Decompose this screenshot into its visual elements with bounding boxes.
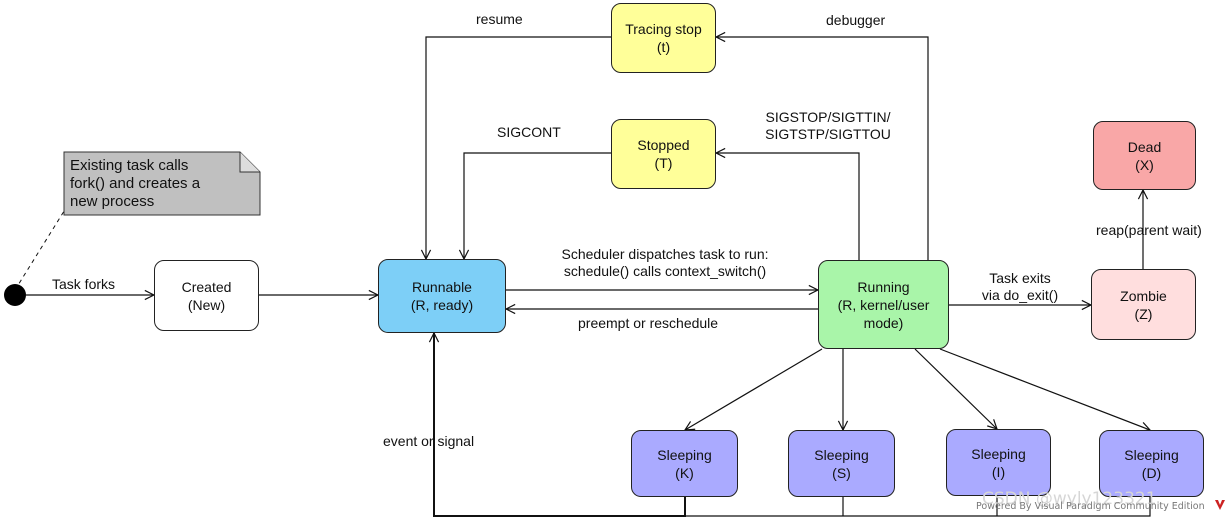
edge-running-sleeping-i [914, 348, 997, 429]
label-task-exits-line-2: via do_exit() [981, 287, 1059, 303]
edge-resume [426, 36, 611, 259]
label-event-or-signal: event or signal [383, 433, 475, 449]
node-sleeping-s-state: (S) [832, 464, 851, 481]
node-runnable-state: (R, ready) [410, 297, 474, 313]
node-running: Running (R, kernel/user mode) [818, 260, 949, 349]
edge-running-sleeping-k [685, 348, 823, 430]
edge-sleeping-d-return [685, 497, 1151, 517]
label-task-exits: Task exits via do_exit() [970, 270, 1070, 304]
label-dispatch: Scheduler dispatches task to run: schedu… [540, 246, 790, 280]
label-preempt: preempt or reschedule [578, 315, 719, 331]
node-stopped-title: Stopped [637, 137, 690, 153]
node-sleeping-d-state: (D) [1141, 464, 1162, 481]
note-shape [63, 151, 261, 216]
node-runnable-title: Runnable [412, 279, 472, 295]
label-sigstop: SIGSTOP/SIGTTIN/ SIGTSTP/SIGTTOU [758, 109, 898, 143]
node-dead: Dead (X) [1093, 121, 1196, 190]
node-sleeping-k-state: (K) [675, 464, 694, 481]
node-created-state: (New) [187, 296, 226, 313]
node-tracing-state: (t) [656, 39, 671, 55]
node-running-state: (R, kernel/user [837, 296, 930, 313]
node-sleeping-k-title: Sleeping [657, 446, 712, 463]
visual-paradigm-logo-icon [1215, 500, 1225, 510]
node-zombie: Zombie (Z) [1091, 269, 1196, 340]
note-line-1: Existing task calls [70, 157, 189, 174]
label-resume: resume [476, 11, 523, 27]
note-anchor-line [14, 207, 67, 291]
note-line-2: fork() and creates a [70, 175, 201, 192]
edge-debugger [716, 37, 929, 260]
node-running-state-2: mode) [863, 314, 904, 331]
node-created-title: Created [181, 278, 232, 295]
watermark-powered-by: Powered By Visual Paradigm Community Edi… [976, 501, 1205, 512]
node-sleeping-i: Sleeping (I) [946, 429, 1051, 496]
node-tracing-title: Tracing stop [625, 21, 702, 37]
edge-running-sleeping-d [939, 348, 1150, 430]
note-text: Existing task calls fork() and creates a… [70, 157, 240, 211]
label-dispatch-line-1: Scheduler dispatches task to run: [561, 246, 769, 262]
node-tracing-stop: Tracing stop (t) [611, 3, 716, 73]
node-sleeping-k: Sleeping (K) [631, 430, 738, 497]
label-dispatch-line-2: schedule() calls context_switch() [563, 263, 767, 279]
label-debugger: debugger [826, 12, 886, 28]
label-task-exits-line-1: Task exits [989, 270, 1051, 286]
node-sleeping-d: Sleeping (D) [1099, 430, 1204, 497]
label-task-forks: Task forks [52, 276, 116, 292]
node-stopped-state: (T) [654, 155, 673, 171]
label-reap: reap(parent wait) [1096, 222, 1202, 238]
edge-event-or-signal [434, 333, 686, 517]
node-running-title: Running [857, 278, 910, 295]
label-sigstop-line-1: SIGSTOP/SIGTTIN/ [765, 109, 891, 125]
node-dead-state: (X) [1135, 156, 1154, 173]
node-created: Created (New) [154, 260, 259, 331]
initial-state-dot [4, 284, 26, 306]
node-zombie-title: Zombie [1120, 287, 1167, 304]
watermark-csdn: CSDN @wyly123321 [982, 489, 1157, 509]
node-dead-title: Dead [1127, 138, 1162, 155]
edge-sigcont [464, 152, 611, 259]
label-sigcont: SIGCONT [497, 124, 561, 140]
node-sleeping-s-title: Sleeping [814, 446, 869, 463]
node-sleeping-d-title: Sleeping [1124, 446, 1179, 463]
note-line-3: new process [70, 193, 155, 210]
label-sigstop-line-2: SIGTSTP/SIGTTOU [765, 126, 891, 142]
node-sleeping-i-state: (I) [991, 463, 1006, 480]
node-stopped: Stopped (T) [611, 119, 716, 189]
edge-sigstop [716, 153, 860, 260]
node-runnable: Runnable (R, ready) [378, 259, 506, 333]
node-zombie-state: (Z) [1134, 305, 1153, 322]
node-sleeping-i-title: Sleeping [971, 445, 1026, 462]
node-sleeping-s: Sleeping (S) [788, 430, 895, 497]
